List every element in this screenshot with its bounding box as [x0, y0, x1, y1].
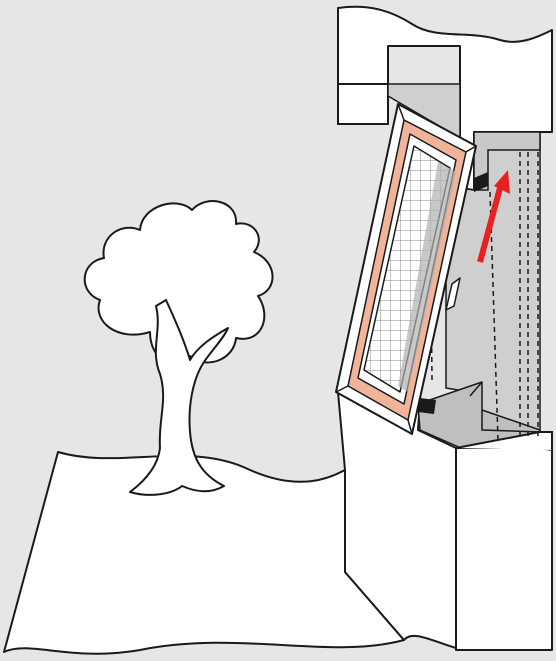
tree-icon: [85, 201, 273, 495]
bottom-bracket: [418, 398, 436, 414]
wall-lower-right: [456, 448, 552, 650]
